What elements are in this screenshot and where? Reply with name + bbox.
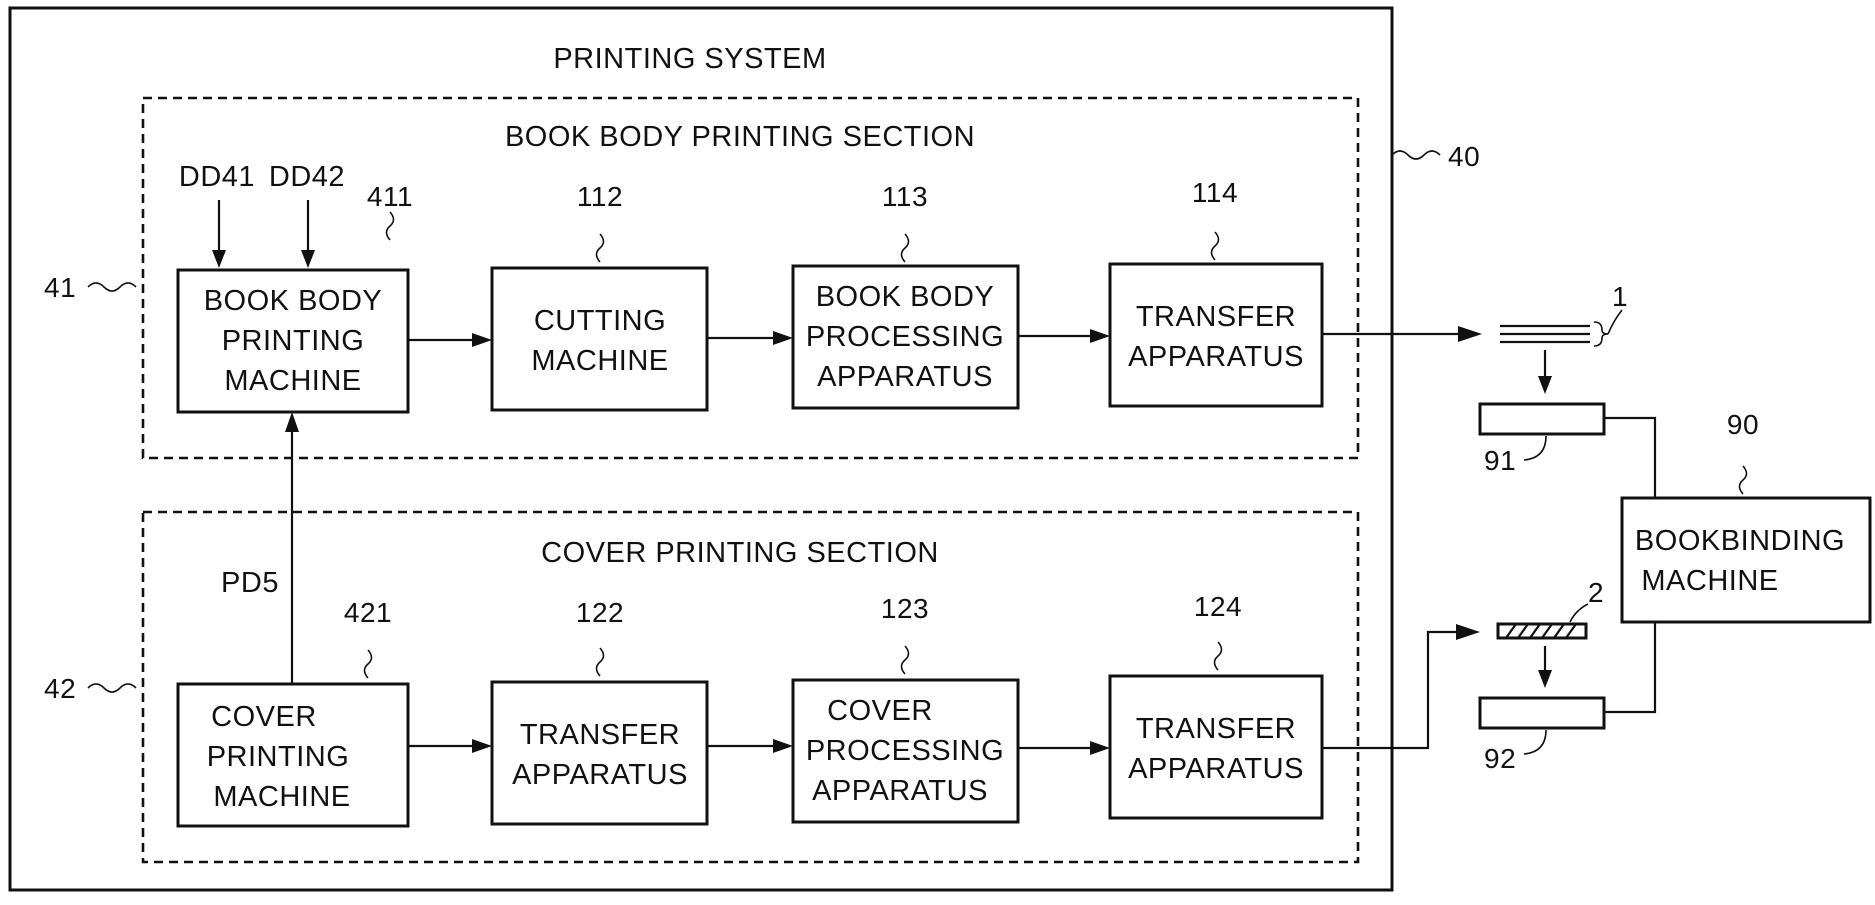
cover-printing-machine-line2: PRINTING — [207, 741, 350, 773]
tray-91-ref-label: 91 — [1484, 445, 1516, 476]
book-processing-apparatus-ref: 113 — [882, 181, 928, 212]
cover-processing-apparatus-line1: COVER — [827, 695, 933, 727]
book-body-down-arrowhead — [1538, 376, 1552, 394]
flow-arrowhead-112-113 — [773, 331, 793, 345]
cover-printing-machine-line1: COVER — [211, 701, 317, 733]
flow-arrowhead-421-122 — [472, 739, 492, 753]
book-transfer-apparatus-ref: 114 — [1192, 177, 1238, 208]
cutting-machine-line1: CUTTING — [534, 305, 666, 337]
book-transfer-apparatus-line2: APPARATUS — [1128, 341, 1304, 373]
book-body-ref-label: 1 — [1612, 281, 1628, 312]
book-printing-machine-leader — [387, 212, 394, 240]
cover-ref-label: 2 — [1588, 577, 1604, 608]
book-body-printing-machine-line1: BOOK BODY — [204, 285, 383, 317]
flow-arrowhead-411-112 — [472, 333, 492, 347]
cover-section-ref-leader — [88, 684, 136, 692]
cover-transfer-apparatus-1-leader — [597, 648, 604, 676]
flow-arrowhead-113-114 — [1090, 329, 1110, 343]
cutting-machine-ref: 112 — [577, 181, 623, 212]
printing-system-title: PRINTING SYSTEM — [553, 43, 826, 75]
cover-processing-apparatus-line2: PROCESSING — [806, 735, 1004, 767]
cutting-machine-line2: MACHINE — [531, 345, 668, 377]
book-body-printing-machine-line3: MACHINE — [224, 365, 361, 397]
cover-section-title: COVER PRINTING SECTION — [541, 537, 939, 569]
cover-transfer-apparatus-2-line1: TRANSFER — [1136, 713, 1296, 745]
tray-91-leader — [1524, 436, 1546, 460]
book-body-section-title: BOOK BODY PRINTING SECTION — [505, 121, 975, 153]
tray-91-to-bookbinding-line — [1604, 418, 1655, 498]
cover-ref-leader — [1570, 604, 1588, 622]
cover-section-ref: 42 — [44, 673, 76, 704]
cover-transfer-apparatus-1-ref: 122 — [576, 597, 624, 628]
book-processing-apparatus-leader — [902, 234, 909, 262]
cover-sheet-icon — [1498, 624, 1586, 638]
bookbinding-machine-line2: MACHINE — [1641, 565, 1778, 597]
input-dd41-arrowhead — [212, 250, 226, 268]
input-dd42-arrowhead — [301, 250, 315, 268]
tray-92-ref-label: 92 — [1484, 743, 1516, 774]
book-output-arrowhead — [1458, 326, 1482, 342]
book-body-processing-apparatus-line3: APPARATUS — [817, 361, 993, 393]
book-printing-machine-ref: 411 — [367, 181, 413, 212]
book-body-section-ref: 41 — [44, 272, 76, 303]
cover-down-arrowhead — [1538, 670, 1552, 688]
cover-processing-apparatus-ref: 123 — [881, 593, 929, 624]
flow-arrowhead-123-124 — [1090, 741, 1110, 755]
flow-arrowhead-122-123 — [773, 739, 793, 753]
book-transfer-apparatus-leader — [1212, 232, 1219, 260]
book-body-stack-icon — [1500, 326, 1590, 342]
book-transfer-apparatus-box — [1110, 264, 1322, 406]
pd5-label: PD5 — [221, 567, 279, 599]
cover-tray-92 — [1480, 698, 1604, 728]
cover-printing-machine-ref: 421 — [344, 597, 392, 628]
tray-92-to-bookbinding-line — [1604, 622, 1655, 712]
cover-processing-apparatus-line3: APPARATUS — [812, 775, 988, 807]
cover-transfer-apparatus-2-ref: 124 — [1194, 591, 1242, 622]
cover-processing-apparatus-leader — [902, 646, 909, 674]
cover-transfer-apparatus-1-line2: APPARATUS — [512, 759, 688, 791]
cutting-machine-box — [492, 268, 707, 410]
book-body-processing-apparatus-line2: PROCESSING — [806, 321, 1004, 353]
cover-transfer-apparatus-2-box — [1110, 676, 1322, 818]
bookbinding-machine-ref: 90 — [1727, 409, 1759, 440]
bookbinding-machine-line1: BOOKBINDING — [1635, 525, 1845, 557]
input-dd41-label: DD41 — [179, 161, 255, 193]
bookbinding-machine-box — [1622, 498, 1870, 622]
cutting-machine-leader — [597, 234, 604, 262]
cover-printing-machine-line3: MACHINE — [213, 781, 350, 813]
cover-transfer-apparatus-2-leader — [1215, 642, 1222, 670]
book-body-printing-machine-line2: PRINTING — [222, 325, 365, 357]
book-transfer-apparatus-line1: TRANSFER — [1136, 301, 1296, 333]
cover-printing-machine-leader — [365, 650, 372, 678]
bookbinding-machine-leader — [1740, 466, 1747, 494]
system-ref-leader — [1392, 151, 1440, 159]
pd5-arrowhead — [285, 412, 299, 432]
input-dd42-label: DD42 — [269, 161, 345, 193]
book-body-ref-leader — [1608, 310, 1622, 334]
book-body-tray-91 — [1480, 404, 1604, 434]
cover-transfer-apparatus-1-line1: TRANSFER — [520, 719, 680, 751]
cover-transfer-apparatus-1-box — [492, 682, 707, 824]
cover-transfer-apparatus-2-line2: APPARATUS — [1128, 753, 1304, 785]
cover-output-arrowhead — [1456, 624, 1480, 640]
book-body-processing-apparatus-line1: BOOK BODY — [816, 281, 995, 313]
tray-92-leader — [1524, 730, 1546, 754]
book-body-brace — [1594, 322, 1608, 346]
book-section-ref-leader — [88, 283, 136, 291]
system-ref-label: 40 — [1448, 141, 1480, 172]
